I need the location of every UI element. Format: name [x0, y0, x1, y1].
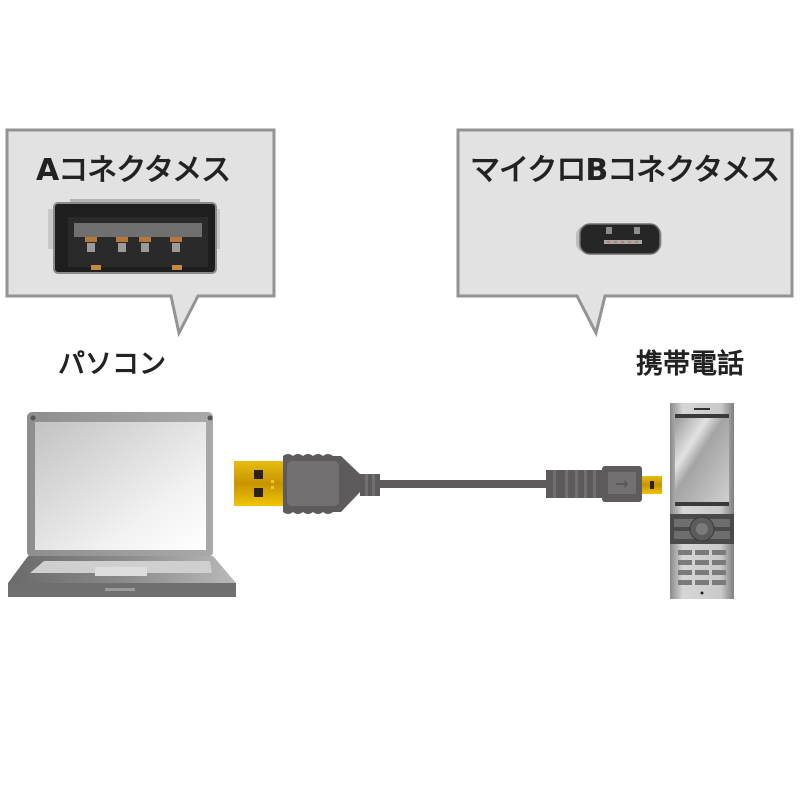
- usb-cable-icon: →: [234, 454, 662, 514]
- mobile-phone-icon: [670, 403, 734, 599]
- arrow-icon: →: [615, 474, 628, 493]
- device-label-phone: 携帯電話: [636, 349, 744, 380]
- micro-b-female-port-icon: [576, 223, 662, 255]
- usb-a-plug: [234, 461, 286, 506]
- callout-title-microb-connector: マイクロBコネクタメス: [470, 153, 780, 188]
- callout-title-a-connector: Aコネクタメス: [36, 153, 231, 188]
- usb-a-female-port-icon: [48, 199, 220, 274]
- device-label-pc: パソコン: [58, 349, 166, 380]
- laptop-icon: [8, 412, 236, 597]
